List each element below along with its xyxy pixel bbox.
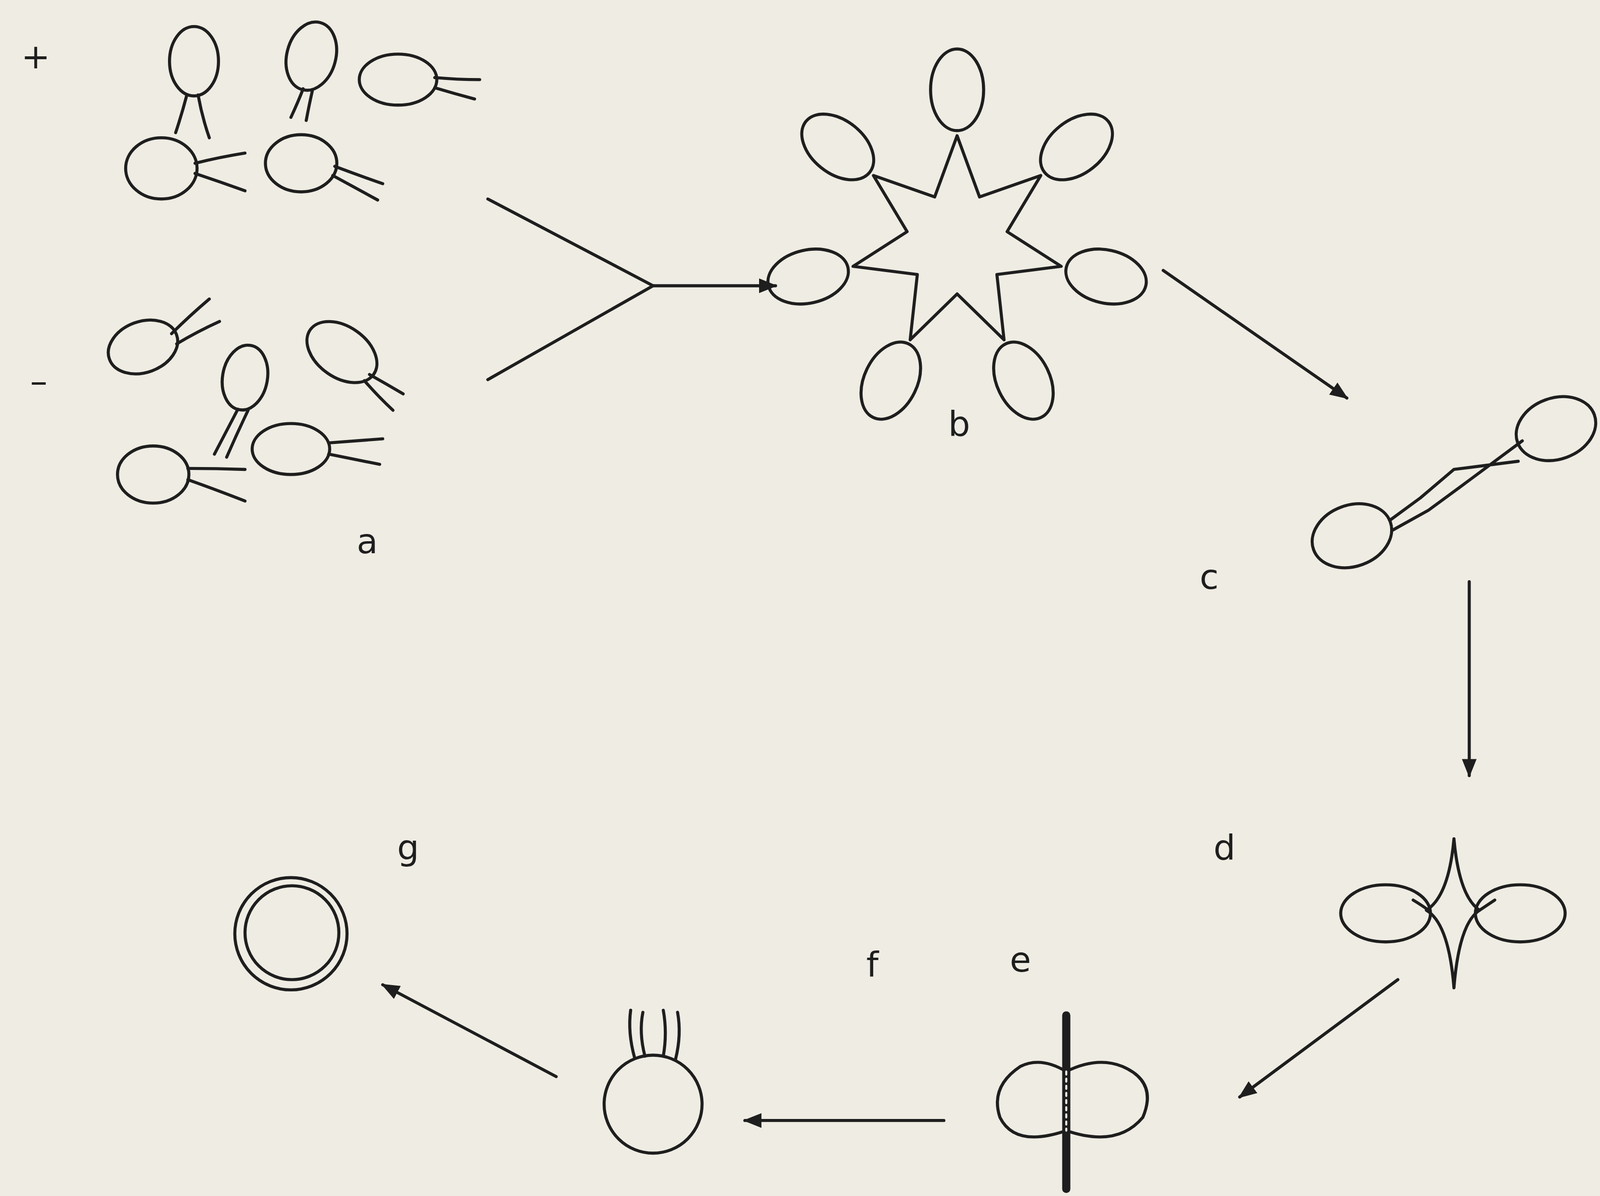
fusing-cells [1340,838,1565,988]
merge-lines [487,198,653,380]
mating-type-sign: – [30,363,48,399]
stage-letter: g [397,829,420,865]
stage-letter: e [1009,941,1032,977]
stage-letter: b [948,406,971,441]
arrow [382,984,556,1077]
gamete-clump [762,49,1152,429]
arrow [1163,270,1348,399]
stage-letter: f [866,946,879,982]
minus-gametes [100,298,403,504]
fusion-cell [997,1015,1148,1189]
plus-gametes [125,16,480,201]
mating-type-sign: + [21,38,51,74]
arrow [653,283,776,287]
stage-letter: c [1199,559,1219,594]
stage-letter: d [1213,829,1236,865]
zygospore [234,877,348,990]
arrow [1467,581,1471,776]
arrow [1239,979,1398,1097]
arrow [745,1118,944,1122]
stage-letter: a [356,523,378,559]
gamete-pair [1303,385,1600,579]
zygote [604,1009,702,1153]
